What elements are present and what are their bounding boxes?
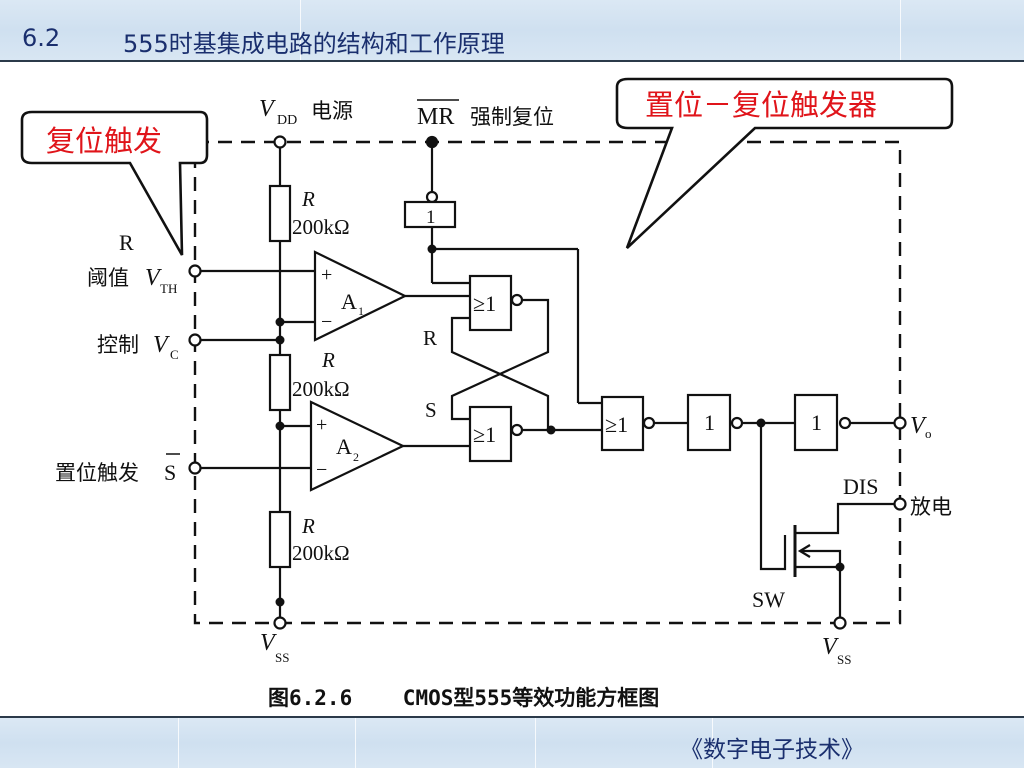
inverter-mr-label: 1 bbox=[426, 207, 436, 228]
footer-separator bbox=[355, 718, 356, 768]
callout-reset-trigger-text: 复位触发 bbox=[46, 124, 162, 158]
nor-gate-1 bbox=[468, 274, 513, 332]
inverter-1-label: 1 bbox=[704, 410, 715, 435]
callout-sr-flipflop-text: 置位－复位触发器 bbox=[645, 88, 877, 122]
a1-plus: + bbox=[321, 264, 332, 286]
threshold-label: 阈值 bbox=[87, 266, 129, 290]
discharge-label: 放电 bbox=[910, 495, 952, 519]
vdd-sub: DD bbox=[277, 113, 297, 128]
slide-title: 555时基集成电路的结构和工作原理 bbox=[123, 30, 505, 58]
nor-1-label: ≥1 bbox=[473, 291, 496, 316]
resistor-3-name: R bbox=[301, 514, 315, 538]
inverter-mr bbox=[403, 200, 457, 229]
discharge-pin bbox=[893, 497, 907, 511]
a1-minus: − bbox=[321, 311, 332, 333]
resistor-2-value: 200kΩ bbox=[292, 377, 350, 401]
vss-right-pin bbox=[833, 616, 847, 630]
inverter-2-label: 1 bbox=[811, 410, 822, 435]
control-symbol: V bbox=[153, 332, 170, 358]
header-separator bbox=[900, 0, 901, 60]
callout-sr-flipflop bbox=[615, 77, 954, 249]
output-sub: o bbox=[925, 426, 932, 441]
nor-2-label: ≥1 bbox=[473, 422, 496, 447]
control-sub: C bbox=[170, 347, 179, 362]
vdd-pin bbox=[273, 135, 287, 149]
resistor-1-name: R bbox=[301, 187, 315, 211]
vdd-symbol: V bbox=[259, 96, 276, 122]
vss-right-symbol: V bbox=[822, 634, 839, 660]
nor-3-label: ≥1 bbox=[605, 412, 628, 437]
book-title: 《数字电子技术》 bbox=[680, 737, 864, 763]
a2-plus: + bbox=[316, 414, 327, 436]
threshold-prefix: R bbox=[119, 230, 134, 255]
control-label: 控制 bbox=[97, 333, 139, 357]
comparator-a2 bbox=[309, 400, 406, 492]
control-pin bbox=[188, 333, 202, 347]
threshold-sub: TH bbox=[160, 281, 177, 296]
section-number: 6.2 bbox=[22, 24, 61, 52]
vss-left-symbol: V bbox=[260, 630, 277, 656]
figure-title: CMOS型555等效功能方框图 bbox=[402, 686, 660, 710]
footer-separator bbox=[712, 718, 713, 768]
trigger-symbol: S bbox=[164, 460, 176, 485]
a1-sub: 1 bbox=[358, 304, 364, 318]
footer-separator bbox=[535, 718, 536, 768]
trigger-pin bbox=[188, 461, 202, 475]
mr-label: 强制复位 bbox=[470, 105, 554, 129]
vdd-label: 电源 bbox=[311, 99, 353, 123]
a2-minus: − bbox=[316, 459, 327, 481]
mr-symbol: MR bbox=[417, 104, 454, 130]
header-separator bbox=[300, 0, 301, 60]
a2-sub: 2 bbox=[353, 450, 359, 464]
inverter-2 bbox=[793, 393, 839, 452]
vss-right-sub: SS bbox=[837, 652, 851, 667]
comparator-a1 bbox=[313, 250, 408, 342]
latch-s-label: S bbox=[425, 398, 437, 422]
resistor-2-name: R bbox=[321, 348, 335, 372]
circuit-diagram: 复位触发 置位－复位触发器 V DD 电源 MR 强制复位 R 阈值 V TH … bbox=[0, 62, 1024, 716]
resistor-1 bbox=[268, 184, 292, 243]
resistor-1-value: 200kΩ bbox=[292, 215, 350, 239]
slide-footer: 《数字电子技术》 bbox=[0, 716, 1024, 768]
vss-left-pin bbox=[273, 616, 287, 630]
figure-caption: 图6.2.6 CMOS型555等效功能方框图 bbox=[268, 682, 659, 712]
callout-reset-trigger bbox=[20, 110, 209, 256]
threshold-symbol: V bbox=[145, 265, 162, 291]
resistor-3-value: 200kΩ bbox=[292, 541, 350, 565]
nor-gate-2 bbox=[468, 405, 513, 463]
switch-label: SW bbox=[752, 587, 785, 612]
vss-left-sub: SS bbox=[275, 650, 289, 665]
resistor-3 bbox=[268, 510, 292, 569]
a1-name: A bbox=[341, 289, 357, 314]
trigger-label: 置位触发 bbox=[55, 461, 139, 485]
resistor-2 bbox=[268, 353, 292, 412]
slide-header: 6.2 555时基集成电路的结构和工作原理 bbox=[0, 0, 1024, 62]
footer-separator bbox=[178, 718, 179, 768]
nor-gate-3 bbox=[600, 395, 645, 452]
output-symbol: V bbox=[910, 413, 927, 439]
a2-name: A bbox=[336, 434, 352, 459]
discharge-pin-label: DIS bbox=[843, 474, 878, 499]
figure-number: 图6.2.6 bbox=[268, 686, 353, 710]
threshold-pin bbox=[188, 264, 202, 278]
inverter-1 bbox=[686, 393, 732, 452]
chip-boundary bbox=[193, 140, 902, 625]
latch-r-label: R bbox=[423, 326, 437, 350]
output-pin bbox=[893, 416, 907, 430]
